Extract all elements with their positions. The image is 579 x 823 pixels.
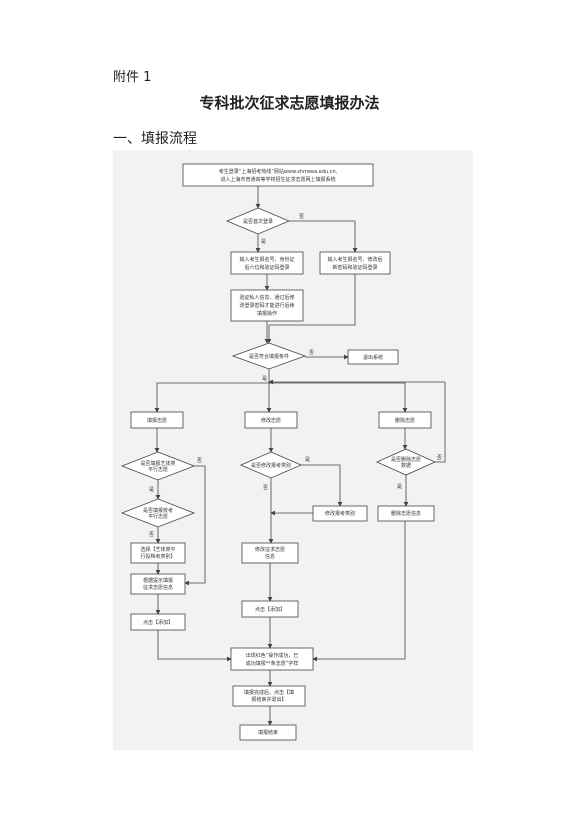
- yes-label: 是: [149, 487, 154, 493]
- not-first-text-1: 输入考生报名号、修改后: [327, 256, 382, 263]
- no-label: 否: [149, 532, 154, 538]
- fill-info-text-2: 征求志愿信息: [143, 584, 173, 591]
- school-test-text-1: 是否填报校考: [143, 507, 173, 514]
- verify-info-box: [230, 289, 304, 322]
- no-label: 否: [299, 214, 304, 220]
- attachment-label: 附件 1: [113, 70, 152, 85]
- fill-info-box: [130, 573, 186, 595]
- eligible-decision-text: 是否符合填报条件: [249, 353, 289, 360]
- yes-label: 是: [305, 457, 310, 463]
- no-label: 否: [309, 350, 314, 356]
- start-text-2: 进入上海市普通高等学校招生征求志愿网上填报系统: [220, 176, 335, 183]
- change-category-text: 修改报考类别: [325, 510, 355, 517]
- section-heading: 一、填报流程: [113, 131, 197, 147]
- first-login-decision-text: 是否首次登录: [243, 218, 273, 225]
- click-add-mid-text: 点击【添加】: [255, 606, 285, 613]
- first-login-text-2: 后六位和验证码登录: [244, 264, 289, 271]
- choose-category-box: [130, 542, 186, 564]
- confirm-box: [232, 685, 306, 707]
- flow-connectors: [154, 186, 446, 726]
- exit-system-text: 退出系统: [363, 354, 383, 361]
- modify-info-text-2: 信息: [265, 553, 275, 560]
- modify-volunteer-text: 修改志愿: [261, 417, 281, 424]
- no-label: 否: [263, 485, 268, 491]
- start-box: [182, 163, 374, 187]
- fill-info-text-1: 根据提示填报: [143, 577, 173, 584]
- success-text-1: 出现红色“操作成功，已: [246, 652, 299, 659]
- modify-info-box: [241, 542, 299, 564]
- flowchart: 考生登录“上海招考热线”网站www.shmeea.edu.cn, 进入上海市普通…: [113, 150, 473, 750]
- fill-volunteer-text: 填报志愿: [147, 417, 167, 424]
- delete-data-text-1: 是否删除志愿: [391, 456, 421, 463]
- no-label: 否: [437, 455, 442, 461]
- change-category-decision-text: 是否修改报考类别: [251, 462, 291, 469]
- end-text: 填报结束: [258, 729, 278, 736]
- flowchart-canvas: 考生登录“上海招考热线”网站www.shmeea.edu.cn, 进入上海市普通…: [120, 163, 446, 741]
- verify-text-2: 改登录密码才能进行后续: [239, 302, 294, 309]
- not-first-text-2: 新密码和验证码登录: [332, 264, 377, 271]
- yes-label: 是: [262, 376, 267, 382]
- delete-data-text-2: 数据: [401, 462, 411, 469]
- no-label: 否: [197, 458, 202, 464]
- choose-category-text-1: 选择【艺体类平: [140, 546, 175, 553]
- confirm-text-2: 报结束并退出】: [251, 696, 286, 703]
- art-pe-text-1: 是否填报艺体类: [140, 460, 175, 467]
- yes-label: 是: [397, 484, 402, 490]
- verify-text-3: 填报操作: [257, 310, 277, 317]
- modify-info-text-1: 修改征求志愿: [255, 546, 285, 553]
- success-text-2: 成功填报**条志愿”字样: [246, 660, 299, 667]
- click-add-left-text: 点击【添加】: [143, 619, 173, 626]
- art-pe-text-2: 平行志愿: [148, 466, 168, 473]
- confirm-text-1: 填报完成后，点击【填: [244, 689, 294, 696]
- yes-label: 是: [261, 239, 266, 245]
- delete-info-text: 删除志愿信息: [391, 510, 421, 517]
- document-title: 专科批次征求志愿填报办法: [199, 94, 380, 112]
- first-login-text-1: 输入考生报名号、身份证: [239, 256, 294, 263]
- school-test-text-2: 平行志愿: [148, 513, 168, 520]
- verify-text-1: 验证私人信息，通过后修: [239, 294, 294, 301]
- choose-category-text-2: 行投档考类别】: [140, 553, 175, 560]
- start-text-1: 考生登录“上海招考热线”网站www.shmeea.edu.cn,: [219, 168, 338, 175]
- delete-volunteer-text: 删除志愿: [395, 417, 415, 424]
